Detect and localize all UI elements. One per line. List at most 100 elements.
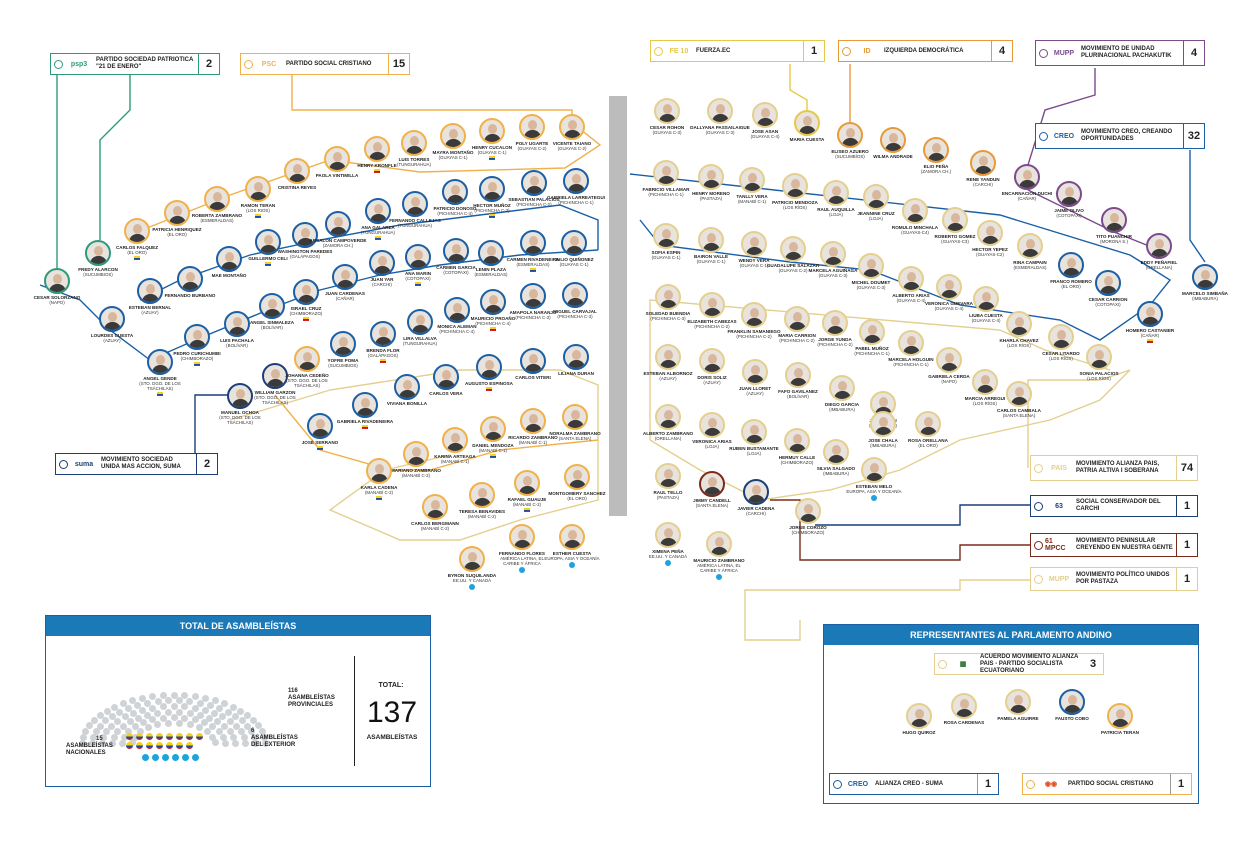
member-province: (ORELLANA) [1145,265,1173,271]
totals-title: TOTAL DE ASAMBLEÍSTAS [46,616,430,636]
member-card: MARCELO SIMBAÑA(IMBABURA) [1175,264,1235,301]
member-name: EDDY PEÑAFIEL [1140,260,1178,265]
member-photo [752,102,778,128]
member-photo [915,411,941,437]
exterior-dot-icon [871,495,877,502]
member-name: PATRICIO DONOSO [433,206,477,211]
member-province: (SUCUMBÍOS) [835,154,865,160]
provincial-seat [201,719,209,727]
member-name: ANA MARIN [404,271,432,276]
provincial-seat [144,699,152,707]
member-card: LILIANA DURAN [546,344,606,376]
provincial-seat [191,693,199,701]
member-province: (PICHINCHA C-4) [437,211,473,217]
member-province: (GUAYAS C-4) [971,318,1001,324]
party-seat-count: 32 [1183,124,1204,148]
member-province: (GUAYAS C-4) [750,134,780,140]
member-photo [1058,252,1084,278]
member-province: (COTOPAXI) [405,276,431,282]
member-photo [480,416,506,442]
member-name: PATRICIO MENDOZA [772,200,818,205]
member-province: (CAÑAR) [335,296,355,302]
member-province: (GUAYAS C-1) [651,255,681,261]
member-card: RAMON TERAN(LOS RIOS) [228,176,288,219]
provincial-seat [261,733,269,741]
provincial-seat [219,733,227,741]
member-name: FERNANDO FLORES [499,551,545,556]
chamber-divider [609,96,627,516]
member-name: ROMULO MINCHALA [891,225,939,230]
member-name: CESAR LITARDO [1042,351,1080,356]
member-name: JORGE YUNDA [818,337,852,342]
member-province: (MANABÍ C-2) [512,502,542,508]
provincial-seat [88,739,96,747]
member-photo [741,302,767,328]
party-logo-icon: MUPP [1053,49,1075,57]
member-province: (AZUAY) [103,338,121,344]
member-province: (EL ORO) [1061,284,1081,290]
member-card: FABRICIO VILLAMAR(PICHINCHA C-1) [636,160,696,197]
member-province: (PICHINCHA C-2) [817,342,853,348]
member-photo [823,180,849,206]
member-photo [433,364,459,390]
ecuador-flag-icon [374,169,380,174]
provincial-seat [214,718,222,726]
member-photo [177,266,203,292]
party-logo-icon: 61 MPCC [1045,538,1066,552]
provincial-seat [226,728,234,736]
member-province: (LOS RÍOS) [1007,343,1031,349]
rep-name: HUGO QUIROZ [902,730,936,735]
member-province: AMÉRICA LATINA, EL CARIBE Y ÁFRICA [500,556,544,567]
member-province: (COTOPAXI) [1056,213,1082,219]
party-logo-icon: MUPP [1048,575,1070,583]
member-photo [863,184,889,210]
ring-icon [51,54,65,74]
member-province: (EL ORO) [127,250,147,256]
exterior-dot-icon [569,562,575,569]
member-card: JUAN CARDENAS(CAÑAR) [315,264,375,301]
rep-name: ROSA CARDENAS [943,720,985,725]
member-card: MARCELA AGUIÑAGA(GUAYAS C-3) [803,241,863,278]
ring-icon [1031,534,1045,556]
provincial-seat [175,708,183,716]
member-photo [829,375,855,401]
provincial-seat [201,694,209,702]
member-province: (CARCHI) [372,282,392,288]
member-province: (ESMERALDAS) [474,272,508,278]
member-province: (PICHINCHA C-1) [854,351,890,357]
ring-icon [839,41,853,61]
member-province: (LOJA) [747,451,761,457]
provincial-seat [134,714,142,722]
member-province: (GUAYAS C-1) [477,150,507,156]
member-card: ROBERTO GOMEZ(GUAYAS-C3) [925,207,985,244]
member-name: SOFIA ESPIN [651,250,681,255]
member-province: (STO. DGO. DE LOS TSÁCHILAS) [254,395,296,406]
member-name: RUBEN BUSTAMANTE [729,446,779,451]
member-name: ALBERTO ARIAS [892,293,930,298]
member-province: (TUNGURAHUA) [398,223,432,229]
provincial-seat [86,722,94,730]
member-province: (PICHINCHA C-1) [893,362,929,368]
member-card: CRISTINA REYES [267,158,327,190]
exterior-seat [192,754,199,761]
member-card: ABSALON CAMPOVERDE(ZAMORA CH.) [308,211,368,248]
member-name: FRANKLIN SAMANIEGO [727,329,781,334]
member-card: ISRAEL CRUZ(CHIMBORAZO) [276,279,336,322]
provincial-seat [90,717,98,725]
exterior-seat [152,754,159,761]
member-name: JUAN CARDENAS [325,291,365,296]
member-name: AMAPOLA NARANJO [509,310,557,315]
member-photo [521,170,547,196]
member-card: WILMA ANDRADE [863,127,923,159]
member-card: MANUEL OCHOA(STO. DGO. DE LOS TSÁCHILAS) [210,383,270,425]
member-name: JIMMY CANDELL [693,498,731,503]
member-photo [402,191,428,217]
member-photo [559,114,585,140]
member-province: (TUNGURAHUA) [361,230,395,236]
